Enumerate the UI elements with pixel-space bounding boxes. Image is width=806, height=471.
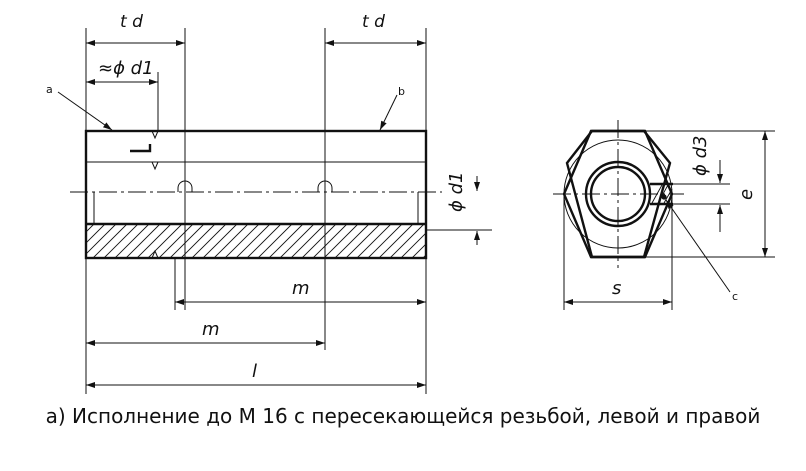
hatch-line — [158, 224, 194, 258]
hatch-line — [224, 224, 260, 258]
end-view: ϕ d3 e s c — [553, 120, 775, 310]
hatch-line — [235, 224, 271, 258]
hatch-line — [86, 224, 106, 244]
dim-l: l — [252, 361, 257, 382]
hatch-line — [136, 224, 172, 258]
hatch-line — [125, 224, 161, 258]
hatch-line — [345, 224, 381, 258]
hatch-line — [268, 224, 304, 258]
lock-point — [661, 194, 667, 200]
dim-approx-d1: ≈ϕ d1 — [98, 58, 154, 79]
hatch-line — [147, 224, 183, 258]
hatch-line — [334, 224, 370, 258]
hatch-line — [422, 254, 426, 258]
callout-a: a — [46, 83, 53, 96]
dim-e: e — [736, 189, 757, 200]
dim-d1: ϕ d1 — [446, 172, 467, 212]
hatch-line — [323, 224, 359, 258]
hatch-line — [290, 224, 326, 258]
hatch-line — [180, 224, 216, 258]
hatch-line — [378, 224, 414, 258]
hatch-line — [356, 224, 392, 258]
hatch-line — [312, 224, 348, 258]
hatch-line — [86, 224, 117, 255]
side-view: t d t d ≈ϕ d1 a b ϕ d1 m m l — [46, 12, 492, 394]
hatch-line — [202, 224, 238, 258]
hatch-line — [114, 224, 150, 258]
dim-m-lower: m — [202, 319, 220, 340]
callout-c: c — [732, 290, 738, 303]
figure-caption: а) Исполнение до М 16 с пересекающейся р… — [45, 404, 761, 428]
hatch-line — [400, 232, 426, 258]
hatch-line — [301, 224, 337, 258]
hatch-line — [434, 224, 468, 258]
technical-drawing: t d t d ≈ϕ d1 a b ϕ d1 m m l — [46, 12, 775, 394]
hatch-line — [411, 243, 426, 258]
hatch-line — [257, 224, 293, 258]
hatch-line — [92, 224, 128, 258]
dim-s: s — [612, 278, 621, 299]
dim-m-upper: m — [292, 278, 310, 299]
hatch-line — [367, 224, 403, 258]
marking-symbol — [130, 144, 152, 153]
hatch-line — [279, 224, 315, 258]
hatch-line — [169, 224, 205, 258]
hatch-line — [103, 224, 139, 258]
dim-td-right: t d — [362, 12, 385, 32]
hatch-line — [213, 224, 249, 258]
dim-d3: ϕ d3 — [690, 136, 711, 176]
hatch-line — [389, 224, 425, 258]
hatch-line — [246, 224, 282, 258]
dim-td-left: t d — [120, 12, 143, 32]
hatch-line — [191, 224, 227, 258]
hatch-line — [86, 224, 95, 233]
hatched-section — [86, 224, 468, 258]
callout-b: b — [398, 85, 405, 98]
